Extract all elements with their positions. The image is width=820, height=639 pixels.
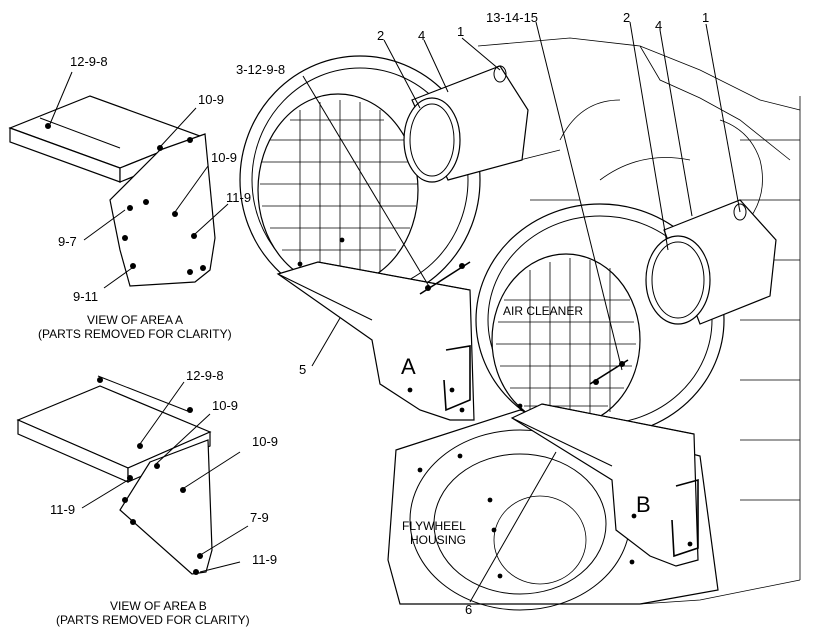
- callout-a-11-9: 11-9: [226, 190, 251, 205]
- callout-b-11-9-left: 11-9: [50, 502, 75, 517]
- callout-6: 6: [465, 602, 472, 617]
- callout-a-10-9-upper: 10-9: [198, 92, 224, 107]
- area-a-caption-note: (PARTS REMOVED FOR CLARITY): [38, 327, 232, 341]
- callout-a-9-11: 9-11: [73, 289, 98, 304]
- main-assembly: [239, 21, 801, 611]
- callout-1-right: 1: [702, 10, 709, 25]
- area-a-detail: [8, 71, 229, 289]
- callout-b-12-9-8: 12-9-8: [186, 368, 224, 383]
- callout-13-14-15: 13-14-15: [486, 10, 538, 25]
- area-a-marker: A: [401, 354, 416, 379]
- callout-5: 5: [299, 362, 306, 377]
- callout-b-10-9-upper: 10-9: [212, 398, 238, 413]
- callout-b-7-9: 7-9: [250, 510, 269, 525]
- callout-4-right: 4: [655, 18, 662, 33]
- flywheel-housing-label-line1: FLYWHEEL: [402, 519, 466, 533]
- callout-2-left: 2: [377, 28, 384, 43]
- callout-4-left: 4: [418, 28, 425, 43]
- callout-a-12-9-8: 12-9-8: [70, 54, 108, 69]
- area-b-caption-note: (PARTS REMOVED FOR CLARITY): [56, 613, 250, 627]
- area-b-detail: [16, 375, 249, 575]
- callout-a-9-7: 9-7: [58, 234, 77, 249]
- callout-1-left: 1: [457, 24, 464, 39]
- callout-3-12-9-8: 3-12-9-8: [236, 62, 285, 77]
- callout-b-10-9-lower: 10-9: [252, 434, 278, 449]
- callout-labels: 12-9-8 10-9 10-9 11-9 9-7 9-11 12-9-8 10…: [38, 10, 709, 627]
- area-b-marker: B: [636, 492, 651, 517]
- flywheel-housing-label-line2: HOUSING: [410, 533, 466, 547]
- area-a-caption-title: VIEW OF AREA A: [87, 313, 183, 327]
- air-cleaner-label: AIR CLEANER: [503, 304, 583, 318]
- callout-a-10-9-lower: 10-9: [211, 150, 237, 165]
- callout-2-right: 2: [623, 10, 630, 25]
- callout-b-11-9-right: 11-9: [252, 552, 277, 567]
- area-b-caption-title: VIEW OF AREA B: [110, 599, 207, 613]
